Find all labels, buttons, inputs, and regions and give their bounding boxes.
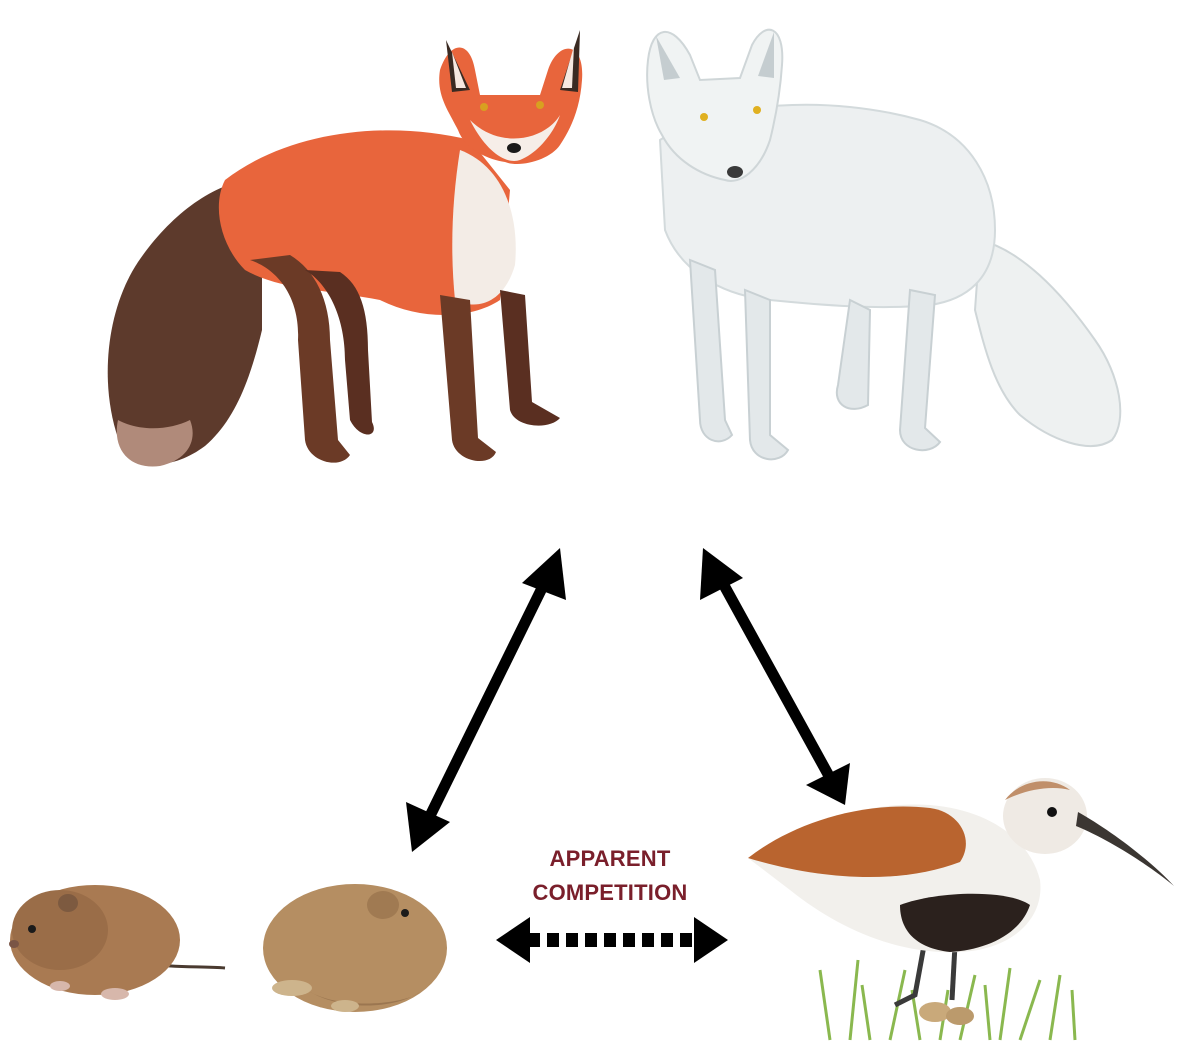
red-fox-illustration bbox=[108, 30, 583, 466]
label-line-1: APPARENT bbox=[470, 842, 750, 876]
arctic-fox-illustration bbox=[647, 30, 1120, 460]
vole-illustration bbox=[9, 885, 225, 1000]
arrow-predators-shorebird bbox=[700, 548, 850, 805]
label-line-2: COMPETITION bbox=[470, 876, 750, 910]
lemming-illustration bbox=[263, 884, 447, 1012]
apparent-competition-label: APPARENT COMPETITION bbox=[470, 842, 750, 910]
arrow-predators-rodents bbox=[406, 548, 566, 852]
arrow-apparent-competition bbox=[496, 917, 728, 963]
shorebird-illustration bbox=[748, 778, 1174, 1040]
